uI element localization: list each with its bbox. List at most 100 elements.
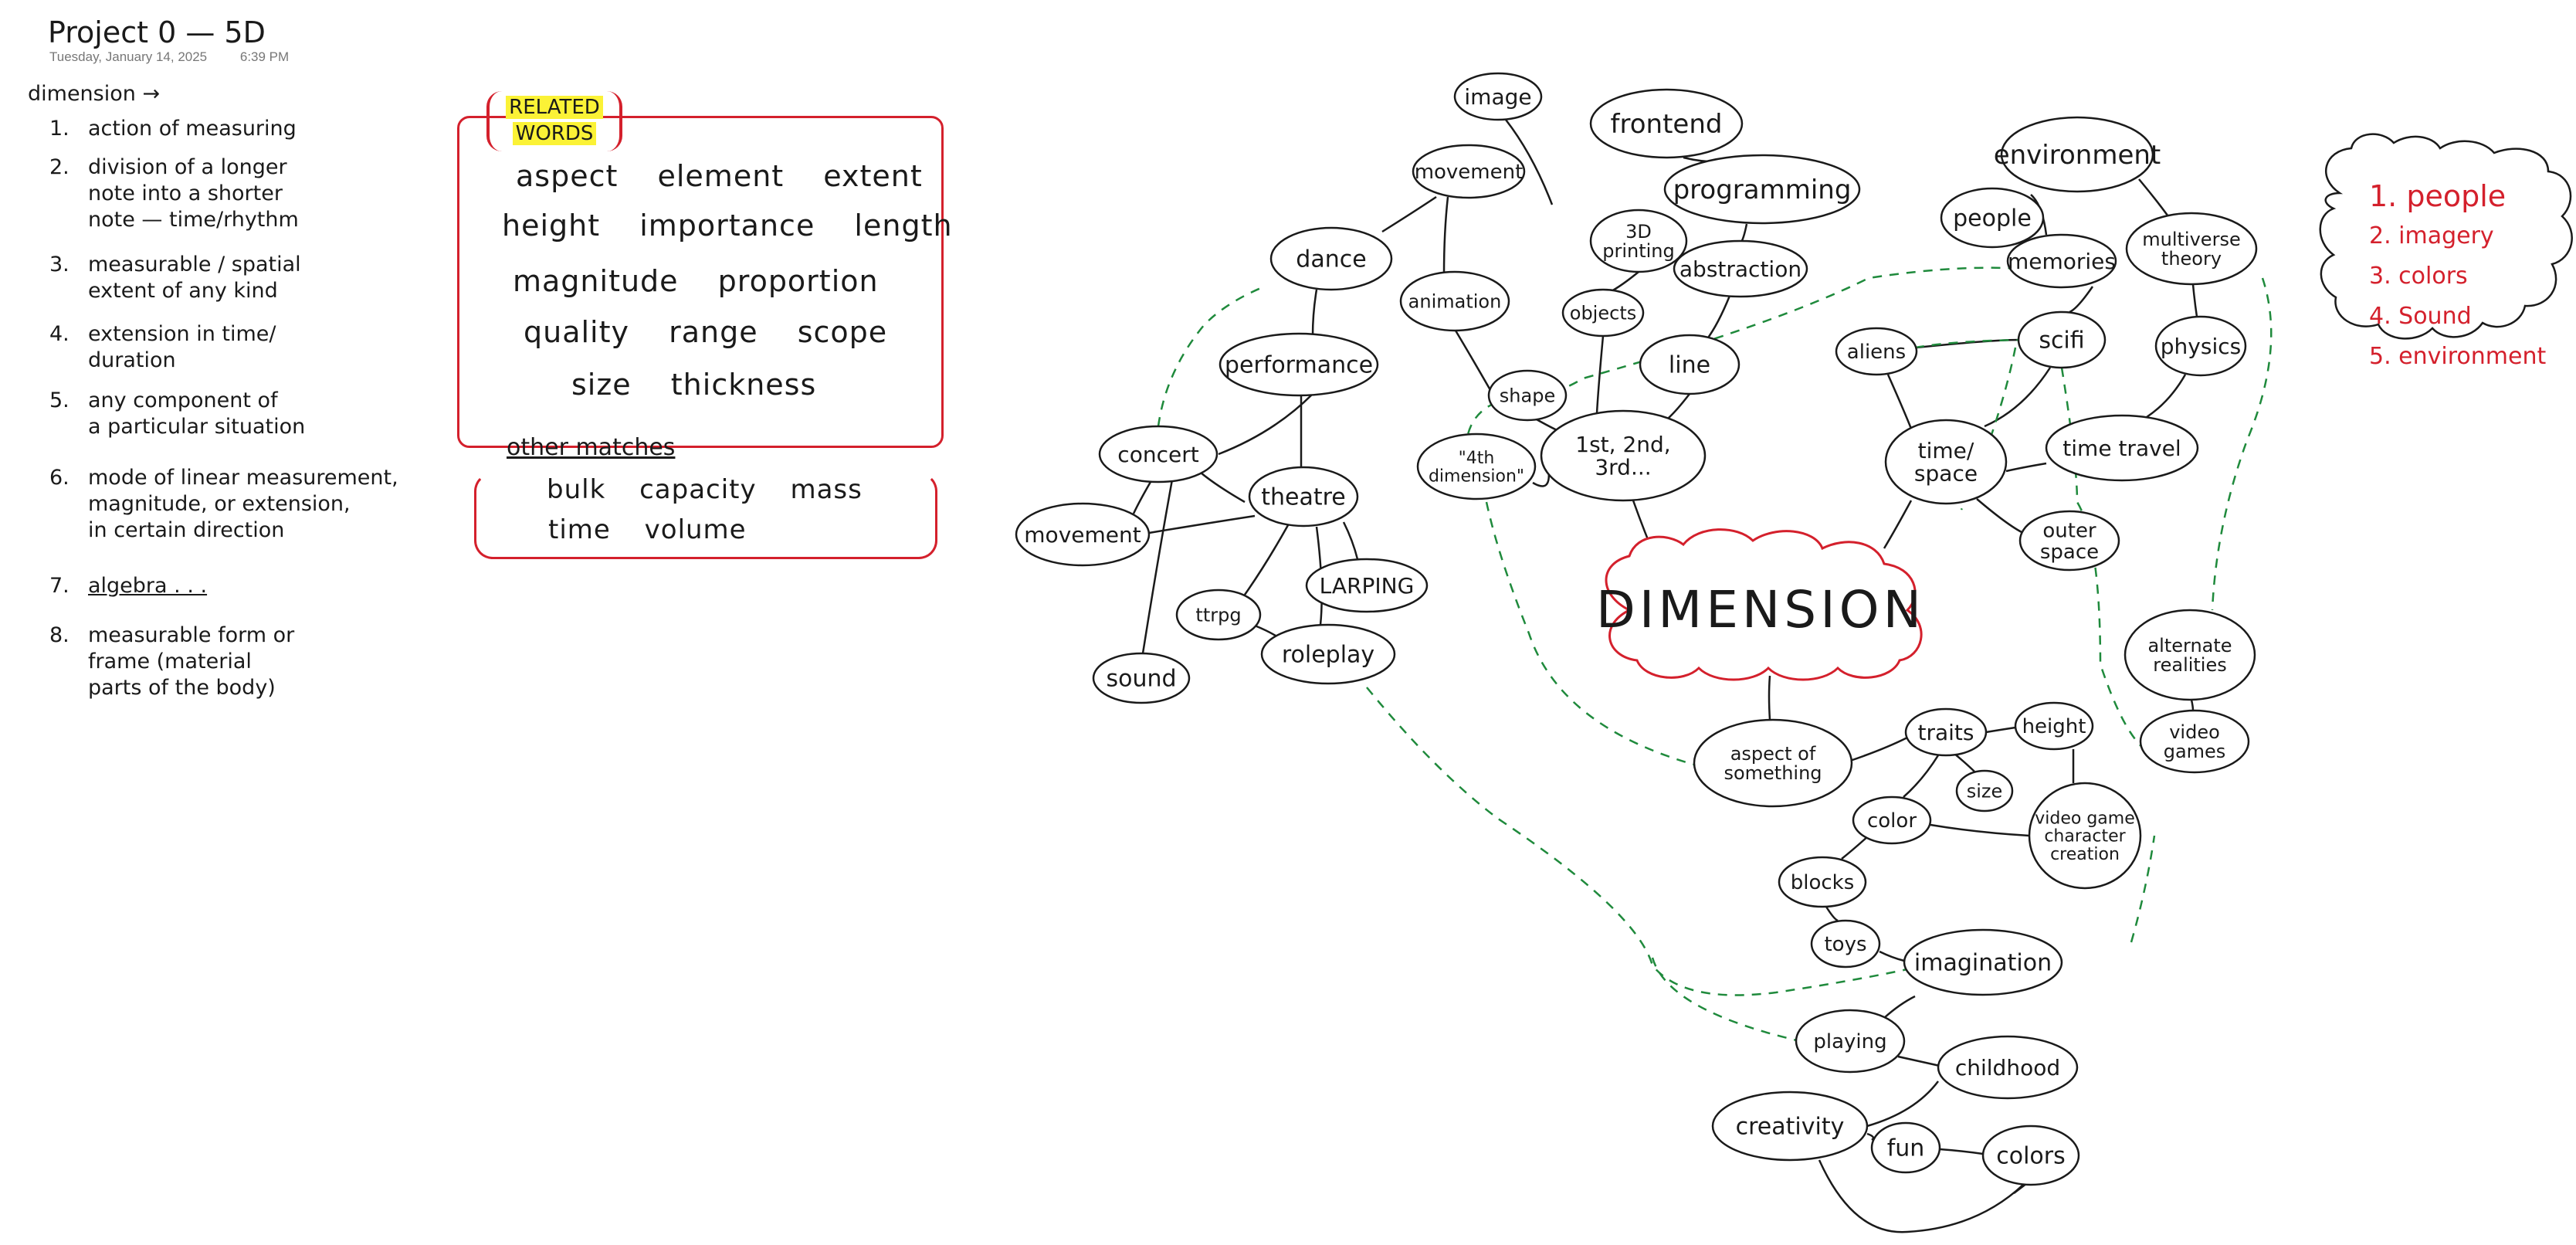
node-label: shape: [1500, 385, 1555, 406]
node-outline: [1015, 502, 1151, 567]
node-label: playing: [1813, 1030, 1886, 1053]
definition-number: 6.: [49, 466, 69, 490]
node-outline: [1540, 409, 1707, 502]
mind-map-node-blocks: blocks: [1778, 856, 1867, 908]
mind-map-dashed-connection: [2211, 277, 2273, 611]
node-label: scifi: [2039, 327, 2084, 355]
other-match-word: time: [548, 514, 611, 545]
node-outline: [2139, 709, 2250, 774]
node-label: performance: [1225, 352, 1373, 379]
other-match-word: bulk: [547, 474, 606, 505]
node-label: imagination: [1914, 950, 2052, 977]
mind-map-connection: [1442, 196, 1449, 275]
node-label: physics: [2161, 334, 2241, 359]
mind-map-node-height: height: [2014, 701, 2094, 751]
node-outline: [1269, 226, 1393, 291]
node-outline: [1561, 288, 1645, 338]
mind-map-node-childhood: childhood: [1937, 1035, 2079, 1100]
priority-cloud: [2319, 133, 2573, 340]
mind-map-connection: [1886, 374, 1913, 429]
related-words-row: magnitude proportion: [513, 264, 908, 298]
node-outline: [2000, 116, 2154, 193]
mind-map-node-shape: shape: [1487, 369, 1568, 422]
node-label: sound: [1106, 666, 1176, 693]
node-label: objects: [1570, 302, 1636, 324]
definition-line: duration: [88, 348, 176, 373]
node-label: dance: [1296, 246, 1366, 273]
definition-number: 5.: [49, 388, 69, 412]
definition-line: measurable form or: [88, 623, 295, 647]
node-label: ttrpg: [1195, 604, 1241, 626]
mind-map-node-memories: memories: [2006, 233, 2117, 289]
node-outline: [2154, 315, 2247, 377]
mind-map-connection: [1866, 1132, 1875, 1142]
definition-line: algebra . . .: [88, 574, 208, 598]
node-outline: [1795, 1009, 1906, 1074]
node-outline: [2017, 310, 2107, 369]
mind-map-node-abstraction: abstraction: [1673, 239, 1808, 298]
center-cloud-outline: [1605, 528, 1923, 681]
mind-map-node-image: image: [1453, 72, 1543, 121]
node-outline: [1589, 209, 1688, 273]
node-outline: [2006, 233, 2117, 289]
node-label: colors: [1996, 1143, 2066, 1170]
mind-map-connection: [1132, 481, 1152, 514]
mind-map-node-sound: sound: [1092, 652, 1191, 704]
node-outline: [1884, 419, 2008, 505]
node-outline: [1305, 558, 1429, 613]
mind-map-connection: [1976, 498, 2024, 534]
related-word: length: [854, 209, 953, 243]
mind-map-connection: [1883, 995, 1916, 1019]
mind-map-connection: [1930, 823, 2030, 837]
other-matches-row: bulk capacity mass: [547, 474, 887, 505]
node-outline: [1092, 652, 1191, 704]
node-outline: [1937, 1035, 2079, 1100]
mind-map-connection: [1141, 470, 1175, 654]
note-date: Tuesday, January 14, 2025: [49, 49, 208, 64]
mind-map-node-playing: playing: [1795, 1009, 1906, 1074]
note-time: 6:39 PM: [239, 49, 290, 64]
other-matches-box: [474, 473, 937, 559]
mind-map-node-imagination: imagination: [1903, 928, 2063, 996]
other-match-word: mass: [790, 474, 863, 505]
node-label: fun: [1887, 1135, 1925, 1162]
node-label: height: [2022, 715, 2086, 738]
definition-number: 4.: [49, 322, 69, 346]
node-outline: [1399, 270, 1510, 332]
node-outline: [2018, 510, 2120, 572]
definition-line: measurable / spatial: [88, 253, 301, 276]
mind-map-node-timetravel: time travel: [2045, 414, 2199, 482]
mind-map-dashed-connection: [1651, 957, 1808, 1044]
definition-line: division of a longer: [88, 155, 287, 179]
mind-map-node-colors: colors: [1981, 1125, 2080, 1186]
definition-line: mode of linear measurement,: [88, 466, 398, 490]
mind-map-connection: [1243, 524, 1290, 595]
node-label: image: [1464, 84, 1531, 110]
node-outline: [2028, 782, 2142, 890]
mind-map-node-animation: animation: [1399, 270, 1510, 332]
mind-map-node-frontend: frontend: [1589, 88, 1744, 159]
definition-line: any component of: [88, 388, 278, 412]
node-label: movement: [1024, 522, 1141, 548]
definitions-heading: dimension →: [28, 82, 161, 106]
mind-map-node-concert: concert: [1098, 425, 1219, 483]
node-outline: [1673, 239, 1808, 298]
mind-map-node-timespace: time/space: [1884, 419, 2008, 505]
node-label: time/space: [1914, 438, 1978, 486]
node-outline: [1852, 796, 1932, 845]
mind-map-connection: [1342, 521, 1359, 560]
node-outline: [1870, 1121, 1941, 1174]
mind-map-dashed-connection: [1465, 266, 2039, 468]
node-label: theatre: [1261, 484, 1346, 511]
node-label: time travel: [2062, 436, 2181, 461]
mind-map-connection: [1454, 330, 1492, 391]
mind-map-node-color: color: [1852, 796, 1932, 845]
